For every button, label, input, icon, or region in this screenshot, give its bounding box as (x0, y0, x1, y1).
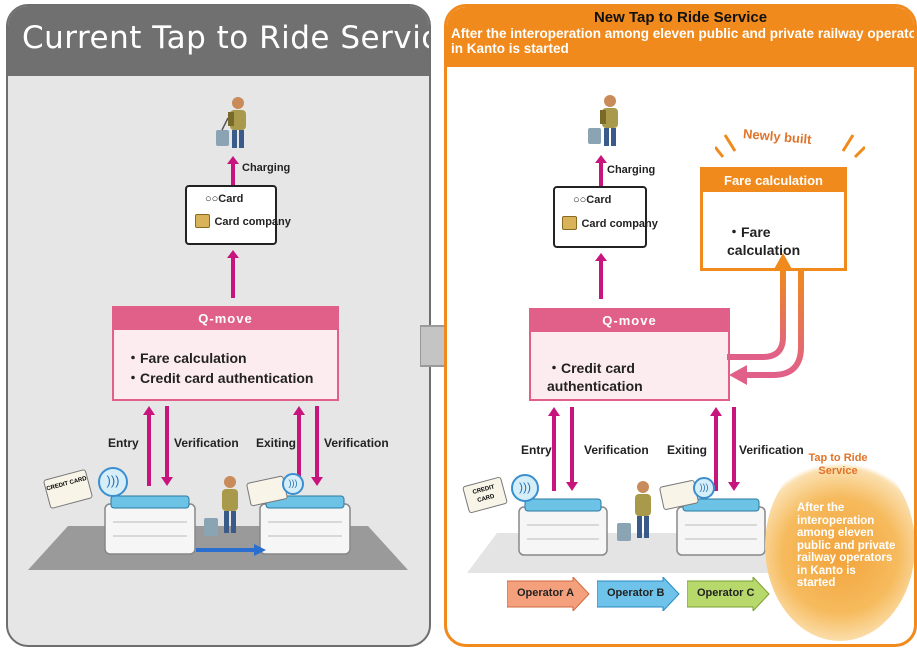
charging-label: Charging (607, 164, 656, 176)
qmove-box: Q-move ・Fare calculation ・Credit card au… (112, 306, 339, 401)
traveler-icon (216, 97, 246, 148)
qmove-title: Q-move (114, 308, 337, 330)
chip-icon (195, 213, 210, 228)
tap-to-ride-title: Tap to Ride Service (808, 452, 868, 477)
card-company-box: ○○Card Card company (185, 185, 291, 245)
entry-label: Entry (108, 436, 139, 450)
contactless-icon: ))) (511, 474, 539, 502)
entry-verification-arrows (143, 406, 173, 486)
credit-card-text: CREDIT CARD (472, 484, 496, 505)
verification-label-1: Verification (174, 436, 239, 450)
current-service-panel: Current Tap to Ride Service Charging ○○C… (6, 4, 431, 647)
operator-a-label: Operator A (517, 587, 575, 599)
ticket-gate-exit (259, 495, 351, 555)
card-company-label: Card company (581, 218, 658, 230)
chip-icon (562, 215, 577, 230)
card-company-box: ○○Card Card company (553, 186, 658, 248)
fare-system-exchange-arrows (727, 253, 804, 385)
operator-b-label: Operator B (607, 587, 665, 599)
new-service-panel: New Tap to Ride Service After the intero… (444, 4, 917, 647)
newly-built-burst (715, 134, 865, 159)
charging-label: Charging (242, 162, 291, 174)
up-arrow-card (595, 253, 607, 299)
qmove-item-auth: ・Credit card authentication (126, 370, 314, 386)
qmove-title: Q-move (531, 310, 728, 332)
card-name: ○○Card (205, 193, 244, 205)
exiting-label: Exiting (667, 443, 708, 457)
operator-c-arrow (687, 577, 770, 611)
exiting-verification-arrows (710, 407, 740, 491)
current-service-title: Current Tap to Ride Service (22, 20, 431, 56)
contactless-icon-2: ))) (282, 473, 304, 495)
up-arrow-card (227, 250, 239, 298)
credit-card-text: CREDIT CARD (45, 475, 88, 493)
exiting-verification-arrows (293, 406, 323, 486)
operator-a-arrow (507, 577, 590, 611)
walking-traveler-icon (617, 481, 651, 541)
charging-arrow (227, 156, 239, 186)
credit-card-icon: CREDIT CARD (42, 468, 94, 510)
ticket-gate-exit (676, 498, 766, 556)
qmove-box: Q-move ・Credit card authentication (529, 308, 730, 401)
tap-to-ride-description: After the interoperation among eleven pu… (797, 502, 896, 589)
exiting-label: Exiting (256, 436, 297, 450)
qmove-item-fare: ・Fare calculation (126, 350, 247, 366)
new-service-subtitle: After the interoperation among eleven pu… (451, 26, 917, 56)
walking-traveler-icon (204, 476, 238, 536)
entry-label: Entry (521, 443, 552, 457)
card-name: ○○Card (573, 194, 612, 206)
verification-label-1: Verification (584, 443, 649, 457)
operator-c-label: Operator C (697, 587, 755, 599)
card-company-label: Card company (214, 216, 291, 228)
ticket-gate-entry (104, 495, 196, 555)
entry-verification-arrows (548, 407, 578, 491)
fare-system-title: Fare calculation system (703, 170, 844, 210)
new-service-title: New Tap to Ride Service (593, 9, 768, 26)
current-service-header (8, 6, 429, 76)
operator-b-arrow (597, 577, 680, 611)
contactless-icon-2: ))) (693, 477, 715, 499)
fare-calculation-system-box: Fare calculation system ・Fare calculatio… (700, 167, 847, 271)
new-service-header (447, 7, 914, 67)
verification-label-2: Verification (324, 436, 389, 450)
tap-to-ride-burst (765, 451, 914, 641)
fare-system-item: ・Fare calculation (727, 224, 801, 258)
charging-arrow (595, 155, 607, 187)
traveler-icon (588, 95, 618, 146)
contactless-icon: ))) (98, 467, 128, 497)
qmove-item-auth: ・Credit card authentication (547, 360, 643, 394)
ticket-gate-entry (518, 498, 608, 556)
verification-label-2: Verification (739, 443, 804, 457)
credit-card-icon: CREDIT CARD (462, 476, 508, 514)
walking-direction-arrow (196, 544, 266, 556)
